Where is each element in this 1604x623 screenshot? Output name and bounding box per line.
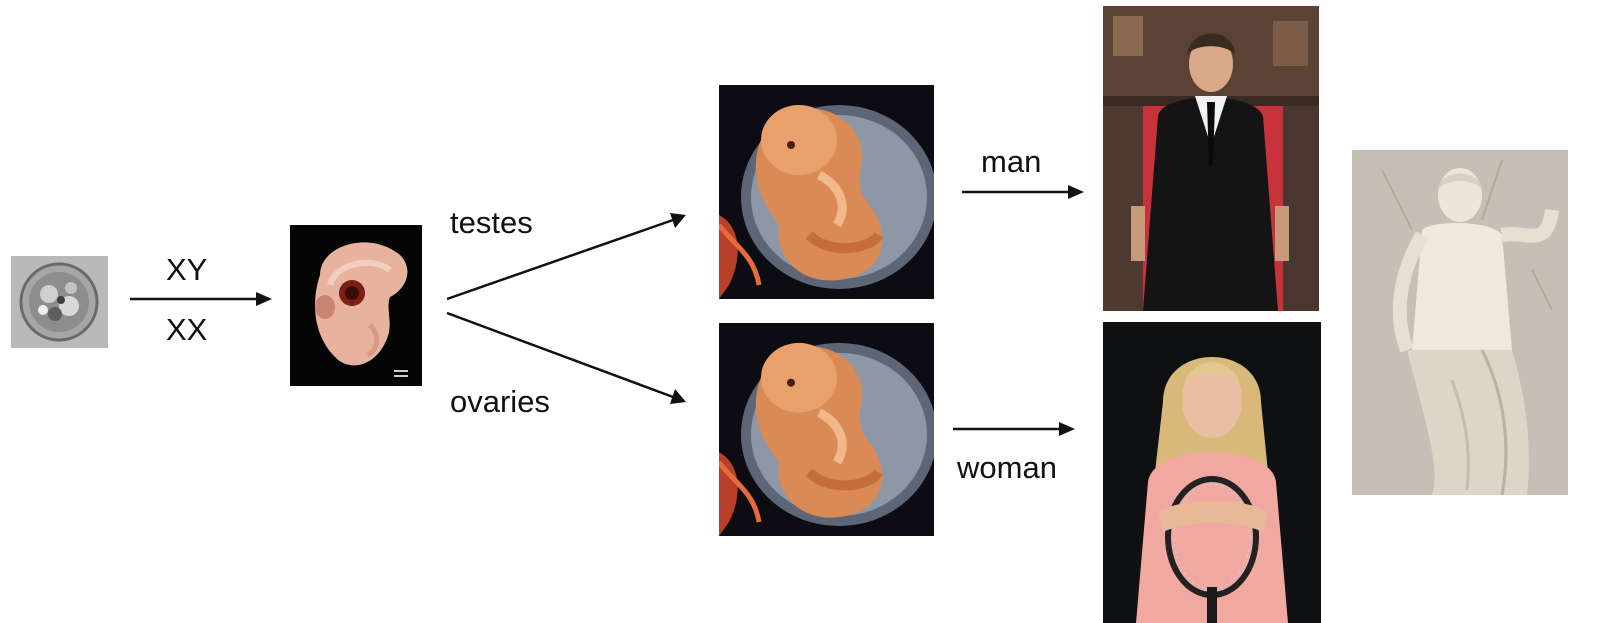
arrow-to-man — [962, 185, 1084, 199]
arrow-xy-to-embryo — [130, 292, 272, 306]
arrow-to-ovaries-branch — [447, 313, 686, 404]
arrow-to-woman — [953, 422, 1075, 436]
arrow-to-testes-branch — [447, 213, 686, 299]
